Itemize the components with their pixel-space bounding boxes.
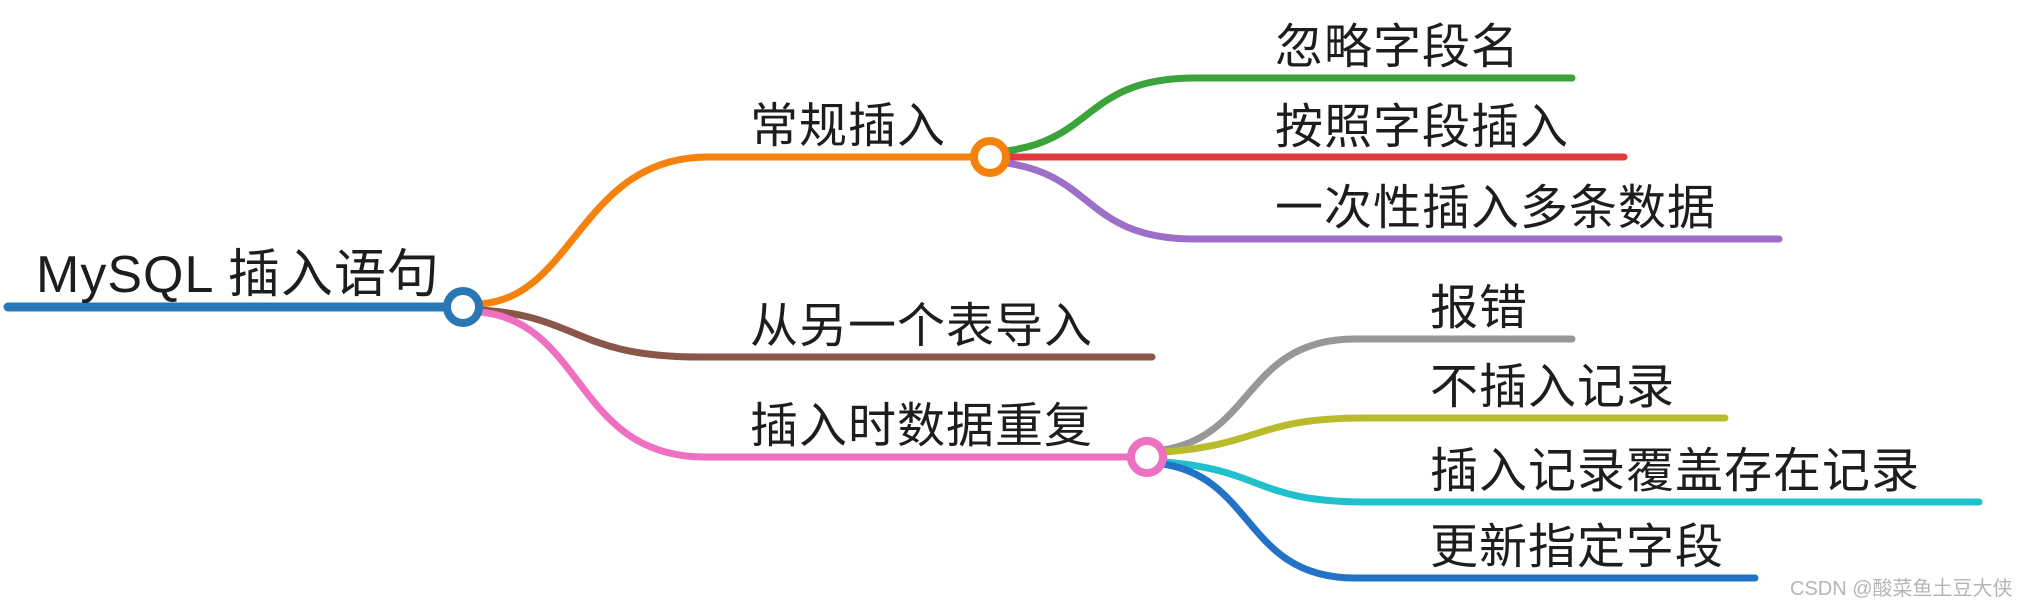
edge-root-to-regular-insert: [476, 153, 976, 308]
edge-duplicate-to-overwrite: [1160, 458, 1983, 506]
node-label-multi-rows[interactable]: 一次性插入多条数据: [1275, 182, 1717, 235]
edge-duplicate-to-update-fields: [1159, 460, 1759, 582]
node-label-duplicate-data[interactable]: 插入时数据重复: [750, 400, 1094, 453]
node-label-no-insert[interactable]: 不插入记录: [1430, 361, 1676, 414]
node-label-ignore-fields[interactable]: 忽略字段名: [1275, 21, 1521, 74]
edge-regular-to-multi-rows: [1002, 159, 1783, 243]
edge-root-to-duplicate-data: [476, 308, 1133, 461]
node-label-overwrite[interactable]: 插入记录覆盖存在记录: [1430, 445, 1921, 498]
edge-regular-to-ignore-fields: [1002, 74, 1576, 155]
node-label-error[interactable]: 报错: [1430, 282, 1529, 335]
node-label-update-fields[interactable]: 更新指定字段: [1430, 521, 1725, 574]
node-label-root[interactable]: MySQL 插入语句: [36, 246, 440, 304]
regular-insert-node-circle[interactable]: [970, 137, 1010, 177]
node-label-by-fields[interactable]: 按照字段插入: [1275, 101, 1570, 154]
edge-duplicate-to-error: [1159, 335, 1576, 454]
duplicate-data-node-circle[interactable]: [1127, 437, 1167, 477]
node-label-regular-insert[interactable]: 常规插入: [750, 100, 947, 153]
edge-duplicate-to-no-insert: [1160, 414, 1729, 456]
edge-root-to-import-from-table: [476, 306, 1156, 361]
node-label-import-from-table[interactable]: 从另一个表导入: [750, 300, 1094, 353]
root-node-circle[interactable]: [443, 287, 483, 327]
watermark: CSDN @酸菜鱼土豆大侠: [1790, 578, 2013, 600]
